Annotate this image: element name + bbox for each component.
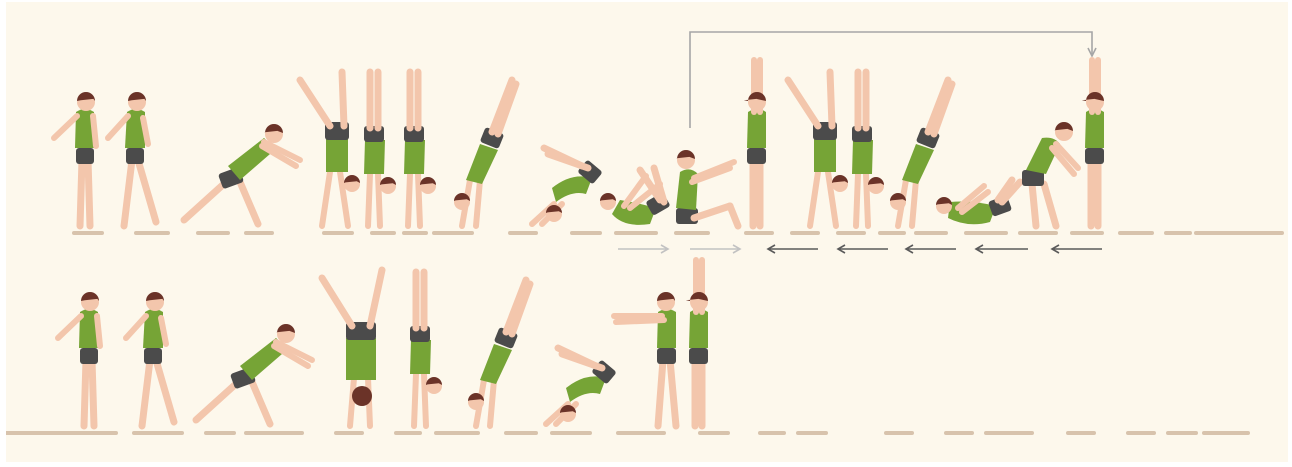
gymnast-figure-stand-arm-side	[58, 292, 100, 426]
gymnast-figure-step-forward	[126, 292, 174, 426]
arrow-left-icon	[768, 245, 818, 253]
gymnast-figures	[54, 60, 1104, 426]
gymnast-figure-handstand-tilt	[468, 280, 530, 426]
gymnast-figure-handstand-straight	[410, 272, 442, 426]
sequence-artwork	[6, 2, 1288, 462]
gymnast-figure-handstand-split	[322, 270, 382, 426]
gymnast-figure-step-forward	[108, 92, 156, 226]
arrow-left-icon	[976, 245, 1028, 253]
gymnast-figure-stand-arms-up	[744, 60, 766, 226]
gymnast-figure-stand-arms-forward	[614, 292, 676, 426]
gymnast-figure-handstand-tilt	[454, 80, 516, 226]
gymnast-figure-bridge-roll	[532, 148, 603, 224]
gymnast-figure-stand-arms-up	[686, 260, 708, 426]
direction-arrows	[618, 245, 1102, 253]
gymnastics-sequence-diagram	[6, 2, 1288, 462]
gymnast-figure-handstand-straight	[364, 72, 396, 226]
arrow-left-icon	[838, 245, 888, 253]
arrow-left-icon	[906, 245, 956, 253]
gymnast-figure-sit-up-reach	[676, 150, 738, 226]
gymnast-figure-stand-arms-up	[1082, 60, 1104, 226]
gymnast-figure-backward-roll-tuck	[600, 168, 671, 225]
arrow-left-icon	[1052, 245, 1102, 253]
gymnast-figure-lunge-reach	[196, 324, 312, 424]
gymnast-figure-stand-arm-side	[54, 92, 96, 226]
gymnast-figure-handstand-straight	[404, 72, 436, 226]
floor-lines	[6, 233, 1282, 433]
arrow-right-icon	[618, 245, 668, 253]
gymnast-figure-squat-rise	[1022, 122, 1078, 226]
gymnast-figure-handstand-straight	[852, 72, 884, 226]
gymnast-figure-inverted-split	[788, 72, 848, 226]
gymnast-figure-roll-tuck	[936, 180, 1020, 224]
arrow-right-icon	[690, 245, 740, 253]
gymnast-figure-lunge-reach	[184, 124, 300, 224]
gymnast-figure-inverted-split	[300, 72, 360, 226]
gymnast-figure-bridge-roll	[546, 348, 617, 424]
